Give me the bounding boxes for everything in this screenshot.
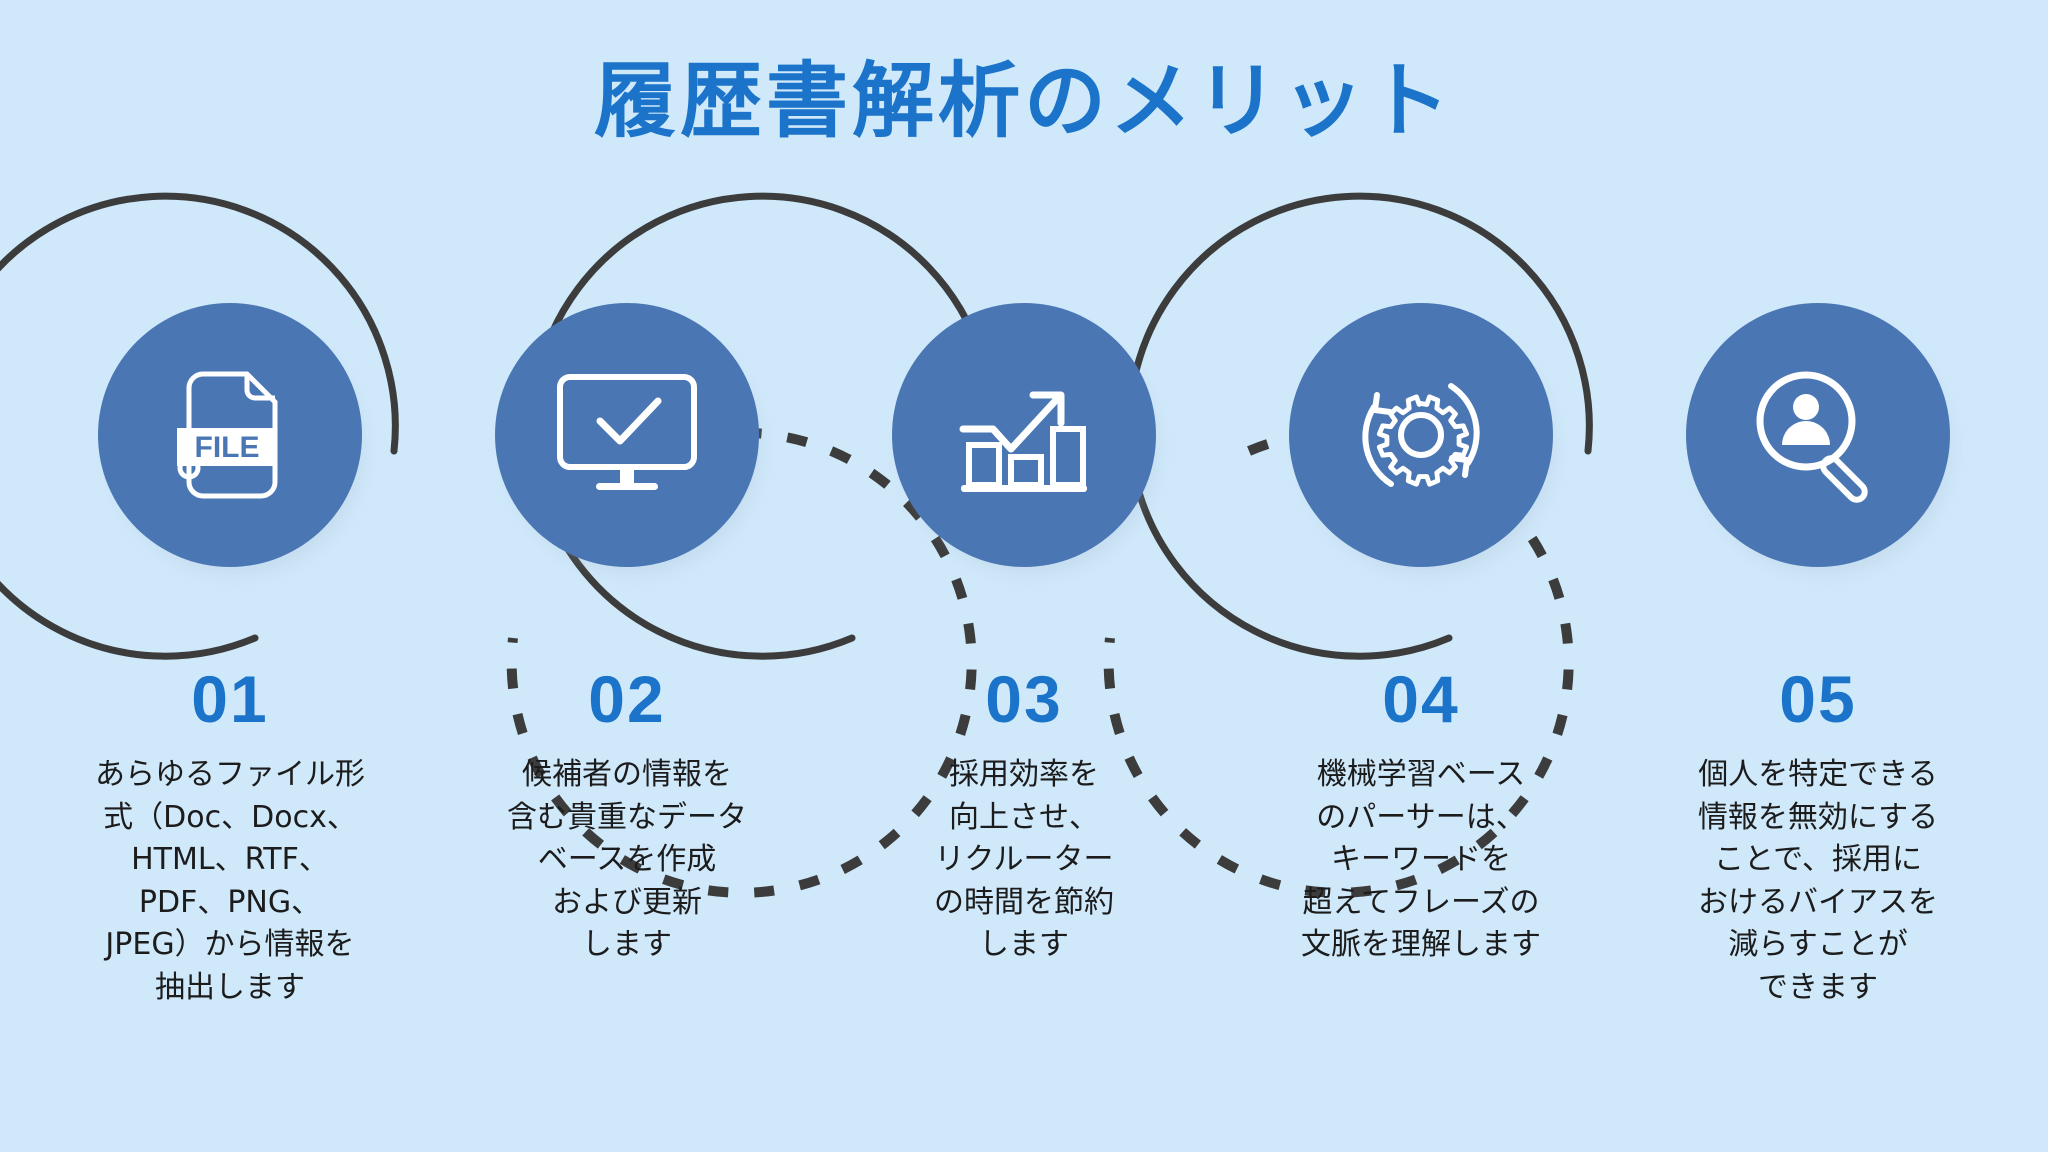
gear-refresh-icon [1362,383,1480,487]
step-number-02: 02 [588,662,666,736]
person-magnifier-icon [1756,371,1868,503]
icon-disc-05 [1686,303,1950,567]
step-number-04: 04 [1382,662,1460,736]
icon-disc-wrapper-01: FILE [95,300,369,580]
step-description-04: 機械学習ベース のパーサーは、 キーワードを 超えてフレーズの 文脈を理解します [1301,757,1541,963]
step-number-05: 05 [1779,662,1857,736]
step-description-01: あらゆるファイル形 式（Doc、Docx、 HTML、RTF、 PDF、PNG、… [95,757,365,1005]
step-item-02[interactable]: 02 候補者の情報を 含む貴重なデータ ベースを作成 および更新 します [437,300,817,1100]
step-number-03: 03 [985,662,1063,736]
bar-chart-growth-icon [959,391,1087,492]
file-document-icon: FILE [177,371,278,499]
step-item-01[interactable]: FILE 01 あらゆるファイル形 式（Doc、Docx、 HTML、RTF、 … [40,300,420,1100]
icon-disc-04 [1289,303,1553,567]
icon-disc-wrapper-03 [889,300,1163,580]
step-description-02: 候補者の情報を 含む貴重なデータ ベースを作成 および更新 します [507,757,747,963]
page-title: 履歴書解析のメリット [593,56,1454,147]
step-description-05: 個人を特定できる 情報を無効にする ことで、採用に おけるバイアスを 減らすこと… [1697,757,1939,1005]
steps-row: FILE 01 あらゆるファイル形 式（Doc、Docx、 HTML、RTF、 … [0,300,2048,1100]
icon-disc-02 [495,303,759,567]
icon-disc-wrapper-02 [492,300,766,580]
step-number-01: 01 [191,662,269,736]
icon-disc-03 [892,303,1156,567]
file-icon-label: FILE [195,431,260,464]
step-description-03: 採用効率を 向上させ、 リクルーター の時間を節約 します [934,757,1114,963]
monitor-check-icon [557,374,697,490]
step-item-05[interactable]: 05 個人を特定できる 情報を無効にする ことで、採用に おけるバイアスを 減ら… [1628,300,2008,1100]
step-item-04[interactable]: 04 機械学習ベース のパーサーは、 キーワードを 超えてフレーズの 文脈を理解… [1231,300,1611,1100]
icon-disc-01: FILE [98,303,362,567]
icon-disc-wrapper-04 [1286,300,1560,580]
step-item-03[interactable]: 03 採用効率を 向上させ、 リクルーター の時間を節約 します [834,300,1214,1100]
icon-disc-wrapper-05 [1683,300,1957,580]
